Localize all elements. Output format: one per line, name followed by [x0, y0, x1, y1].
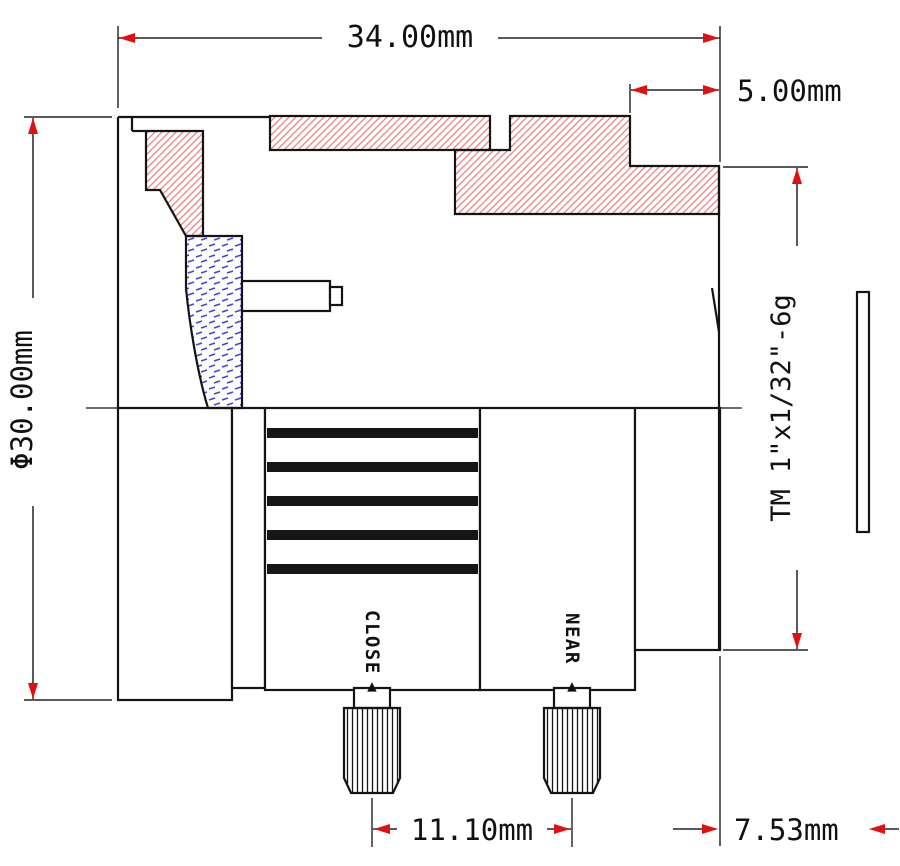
- dim-arrow-icon: [703, 85, 719, 95]
- groove-band: [267, 564, 478, 574]
- thread-spec-label: TM 1"x1/32"-6g: [766, 294, 797, 522]
- inner-tab: [240, 279, 332, 313]
- thread-relief-line: [710, 287, 721, 333]
- near-ring-label: NEAR: [561, 613, 583, 665]
- front-retainer-section: [144, 129, 205, 238]
- dim-rear-protrusion-label: 7.53mm: [734, 813, 839, 847]
- near-direction-arrow-icon: ▲: [567, 676, 577, 695]
- dim-outer-diameter-label: Φ30.00mm: [5, 330, 39, 470]
- dim-arrow-icon: [869, 824, 885, 834]
- extension-lines: [24, 26, 808, 847]
- dim-overall-length-label: 34.00mm: [347, 20, 473, 55]
- dim-arrow-icon: [119, 33, 135, 43]
- cross-section-upper: [116, 114, 721, 650]
- mount-flange-bar: [855, 290, 871, 534]
- near-screw-knurled-head: [542, 706, 602, 795]
- groove-band: [267, 496, 478, 506]
- dim-arrow-icon: [28, 683, 38, 699]
- dim-arrow-icon: [631, 85, 647, 95]
- dim-arrow-icon: [792, 633, 802, 649]
- close-screw-knurled-head: [342, 706, 402, 795]
- dim-arrow-icon: [703, 33, 719, 43]
- front-barrel: [116, 406, 234, 702]
- inner-tab-notch: [328, 285, 344, 307]
- housing-top-wall-section: [268, 114, 492, 152]
- dim-arrow-icon: [374, 824, 390, 834]
- groove-band: [267, 530, 478, 540]
- dim-flange-step-label: 5.00mm: [737, 74, 842, 108]
- rear-housing-section: [453, 114, 721, 216]
- dimension-arrowheads: [28, 33, 885, 834]
- groove-band: [267, 428, 478, 438]
- groove-band: [267, 462, 478, 472]
- dim-arrow-icon: [554, 824, 570, 834]
- dim-arrow-icon: [702, 824, 718, 834]
- close-ring-label: CLOSE: [361, 610, 383, 675]
- dim-knob-spacing-label: 11.10mm: [411, 813, 533, 847]
- zoom-ring: [478, 406, 637, 692]
- dim-arrow-icon: [792, 168, 802, 184]
- barrel-step: [230, 406, 267, 690]
- focus-ring-grooves: [267, 428, 478, 574]
- dim-arrow-icon: [28, 118, 38, 134]
- close-direction-arrow-icon: ▲: [367, 676, 377, 695]
- lock-thumbscrews: [342, 686, 602, 795]
- rear-ring: [633, 406, 722, 652]
- inner-sleeve-section-blue: [184, 234, 244, 410]
